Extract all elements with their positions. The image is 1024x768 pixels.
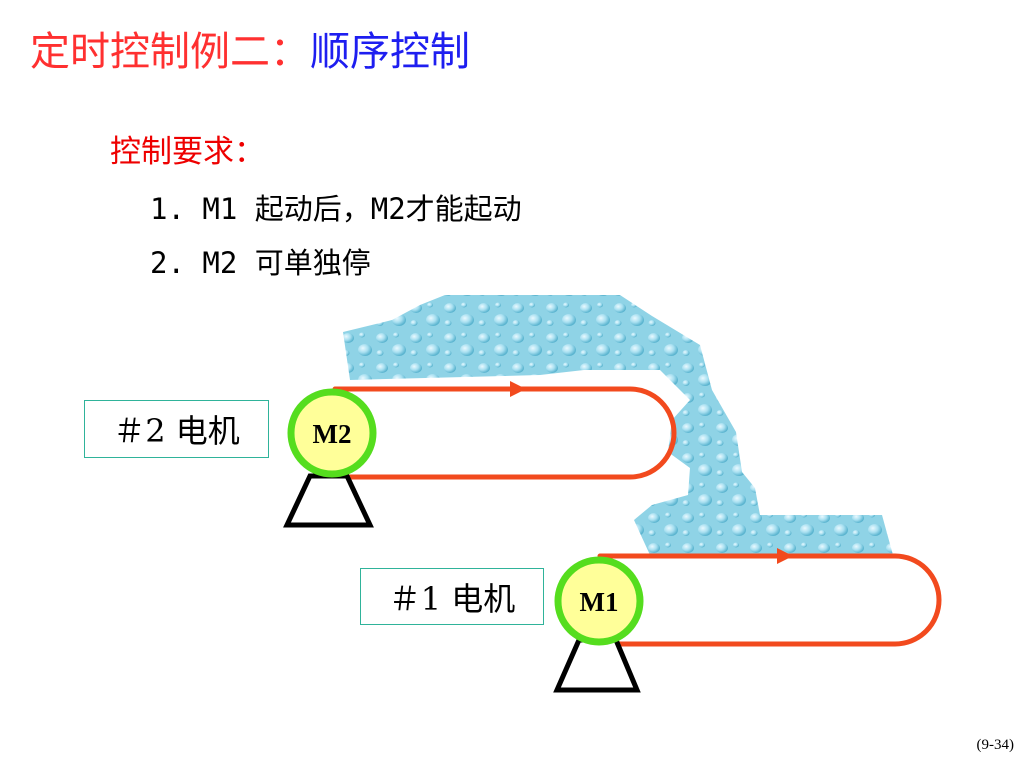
- motor-stand-icon: [283, 473, 374, 528]
- water-background: [343, 295, 893, 555]
- page-number: (9-34): [976, 737, 1015, 753]
- motor-m1-icon: [554, 556, 644, 646]
- conveyor-belt-m1: [597, 553, 942, 647]
- page-title: 定时控制例二：顺序控制: [30, 30, 470, 74]
- motor-m1-name: M1: [580, 587, 619, 617]
- requirement-item-1: 1. M1 起动后，M2才能起动: [150, 192, 522, 226]
- motor-m2-name: M2: [313, 419, 352, 449]
- title-prefix: 定时控制例二：: [30, 29, 310, 75]
- motor-label-1: ＃1 电机: [360, 568, 544, 625]
- requirements-heading: 控制要求：: [110, 134, 265, 170]
- motor-m2-icon: [287, 388, 377, 478]
- conveyor-belt-m2: [332, 386, 677, 480]
- direction-arrow-icon: [510, 381, 526, 397]
- motor-label-2: ＃2 电机: [84, 400, 269, 458]
- direction-arrow-icon: [777, 548, 793, 564]
- requirement-item-2: 2. M2 可单独停: [150, 246, 371, 280]
- motor-stand-icon: [553, 637, 641, 693]
- title-topic: 顺序控制: [310, 29, 470, 75]
